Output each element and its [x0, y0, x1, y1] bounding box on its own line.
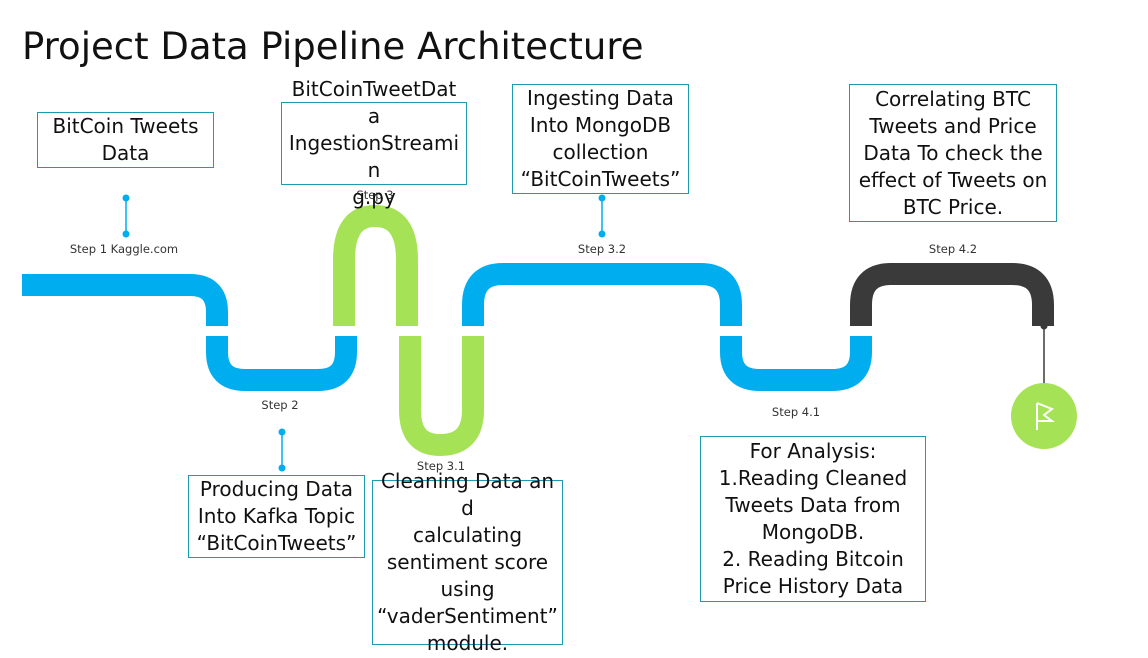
connector-step2 [278, 428, 286, 472]
box-ingestion-script: BitCoinTweetData IngestionStreamin g.py [281, 77, 467, 209]
step-label-2: Step 2 [261, 398, 299, 412]
step-label-4-1: Step 4.1 [771, 405, 821, 419]
box-cleaning-data-text: Cleaning Data and calculating sentiment … [377, 469, 558, 655]
pipeline-segment-step4-1 [720, 336, 872, 391]
pipeline-segment-step3-2 [462, 263, 742, 326]
flag-icon [1036, 402, 1055, 430]
connector-step1 [122, 194, 130, 238]
pipeline-segment-step3 [333, 204, 418, 326]
box-kafka-producer-text: Producing Data Into Kafka Topic “BitCoin… [196, 477, 357, 555]
page-title: Project Data Pipeline Architecture [22, 25, 644, 68]
step-label-4-2: Step 4.2 [928, 242, 978, 256]
box-bitcoin-tweets-data-text: BitCoin Tweets Data [52, 114, 199, 165]
box-mongodb-ingestion: Ingesting Data Into MongoDB collection “… [512, 84, 689, 194]
box-analysis: For Analysis: 1.Reading Cleaned Tweets D… [700, 436, 926, 602]
pipeline-segment-step1 [22, 274, 228, 326]
pipeline-segment-step3-1 [399, 336, 484, 457]
box-kafka-producer: Producing Data Into Kafka Topic “BitCoin… [188, 475, 365, 558]
step-label-3: Step 3 [356, 188, 394, 202]
connector-end [1040, 322, 1048, 384]
connector-step3-2 [598, 194, 606, 238]
box-correlating-text: Correlating BTC Tweets and Price Data To… [858, 86, 1048, 219]
step-label-3-1: Step 3.1 [416, 459, 466, 473]
step-label-3-2: Step 3.2 [577, 242, 627, 256]
box-analysis-text: For Analysis: 1.Reading Cleaned Tweets D… [718, 439, 908, 598]
step-label-1: Step 1 Kaggle.com [69, 242, 179, 256]
box-bitcoin-tweets-data: BitCoin Tweets Data [37, 112, 214, 168]
pipeline-segment-step2 [206, 336, 357, 391]
pipeline-segment-step4-2 [850, 263, 1054, 326]
box-correlating: Correlating BTC Tweets and Price Data To… [849, 84, 1057, 222]
box-mongodb-ingestion-text: Ingesting Data Into MongoDB collection “… [520, 86, 681, 191]
box-cleaning-data: Cleaning Data and calculating sentiment … [372, 469, 563, 655]
box-ingestion-script-text: BitCoinTweetData IngestionStreamin g.py [288, 77, 460, 209]
